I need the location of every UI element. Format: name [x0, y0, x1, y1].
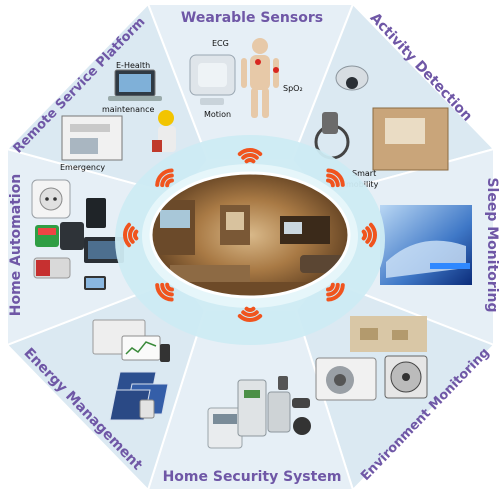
wave-arc: [365, 226, 372, 244]
wave-arc: [160, 173, 174, 188]
wave-arc: [241, 153, 259, 160]
automation-illustration: [31, 179, 124, 290]
label-wearable-sensors: Wearable Sensors: [181, 10, 323, 26]
wireless-waves: [123, 148, 377, 322]
wave-arc: [133, 229, 139, 241]
label-motion: Motion: [204, 110, 231, 119]
label-sleep-monitoring: Sleep Monitoring: [484, 177, 500, 312]
wave-arc: [155, 283, 174, 302]
body-figure-head: [252, 38, 268, 54]
wave-arc: [326, 282, 335, 292]
wave-arc: [128, 226, 135, 244]
wave-arc: [244, 158, 256, 164]
wave-arc: [326, 283, 345, 302]
wifi-wave-icon: [361, 222, 377, 248]
wave-arc: [237, 314, 263, 322]
wifi-wave-icon: [155, 282, 174, 302]
label-smart: Smart: [352, 169, 376, 178]
label-ecg: ECG: [212, 39, 229, 48]
security-camera-icon: [292, 398, 310, 408]
energy-illustration: [92, 319, 170, 421]
living-room-photo: [151, 173, 349, 297]
environment-illustration: [315, 316, 428, 401]
label-home-automation: Home Automation: [8, 174, 24, 317]
technician-figure: [158, 110, 174, 126]
wave-arc: [237, 148, 263, 156]
wave-arc: [326, 173, 340, 188]
wave-arc: [160, 282, 174, 297]
wifi-wave-icon: [155, 168, 174, 188]
wifi-wave-icon: [326, 168, 345, 188]
label-ehealth: E-Health: [116, 61, 150, 70]
wave-arc: [165, 178, 174, 188]
sleep-illustration: [380, 205, 472, 285]
wave-arc: [326, 178, 335, 188]
wave-arc: [326, 282, 340, 297]
wifi-wave-icon: [237, 148, 263, 164]
wifi-wave-icon: [326, 282, 345, 302]
wifi-wave-icon: [237, 306, 263, 322]
wave-arc: [369, 222, 377, 248]
wave-arc: [361, 229, 367, 241]
wave-arc: [326, 168, 345, 187]
wave-arc: [165, 282, 174, 292]
security-illustration: [207, 376, 311, 449]
wave-arc: [155, 168, 174, 187]
label-home-security-system: Home Security System: [163, 469, 342, 485]
label-maintenance: maintenance: [102, 105, 154, 114]
wearable-illustration: ECG SpO₂ Motion: [189, 38, 303, 119]
wave-arc: [244, 306, 256, 312]
label-spo2: SpO₂: [283, 84, 303, 93]
wave-arc: [241, 310, 259, 317]
label-emergency: Emergency: [60, 163, 105, 172]
wave-arc: [123, 222, 131, 248]
wifi-wave-icon: [123, 222, 139, 248]
remote-illustration: E-Health maintenance Emergency: [60, 61, 176, 172]
